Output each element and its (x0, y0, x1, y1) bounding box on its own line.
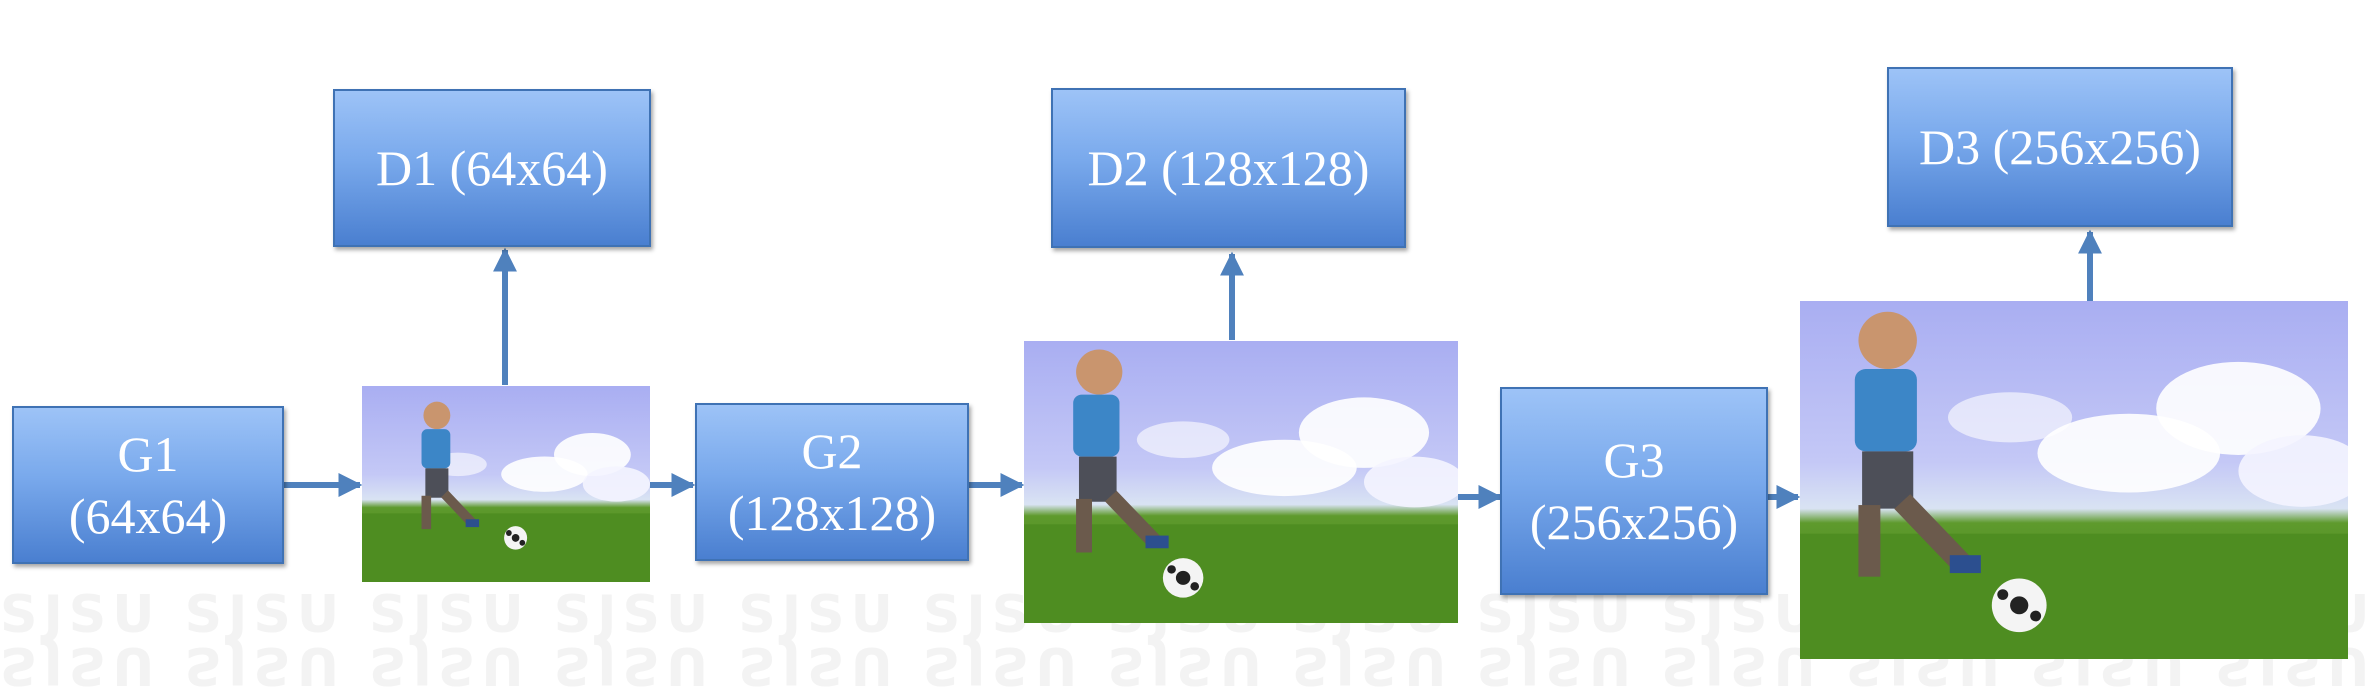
discriminator-label: D1 (64x64) (376, 140, 608, 196)
generator-name: G1 (117, 426, 179, 482)
generated-image-256 (1800, 301, 2348, 659)
discriminator-box-d3: D3 (256x256) (1887, 67, 2233, 227)
boy-kicking-soccer-ball-image (1024, 349, 1458, 623)
boy-kicking-soccer-ball-image (362, 401, 650, 582)
generator-name: G2 (801, 423, 863, 479)
discriminator-box-d1: D1 (64x64) (333, 89, 651, 247)
generator-size: (64x64) (68, 488, 228, 544)
generator-box-g2: G2 (128x128) (695, 403, 969, 561)
generated-image-64 (362, 386, 650, 582)
discriminator-label: D2 (128x128) (1087, 140, 1370, 196)
generated-image-128 (1024, 341, 1458, 623)
boy-kicking-soccer-ball-image (1800, 311, 2348, 659)
generator-name: G3 (1603, 432, 1665, 488)
generator-box-g3: G3 (256x256) (1500, 387, 1768, 595)
generator-size: (128x128) (727, 485, 937, 541)
discriminator-box-d2: D2 (128x128) (1051, 88, 1406, 248)
generator-size: (256x256) (1529, 494, 1739, 550)
discriminator-label: D3 (256x256) (1919, 119, 2201, 175)
generator-box-g1: G1 (64x64) (12, 406, 284, 564)
